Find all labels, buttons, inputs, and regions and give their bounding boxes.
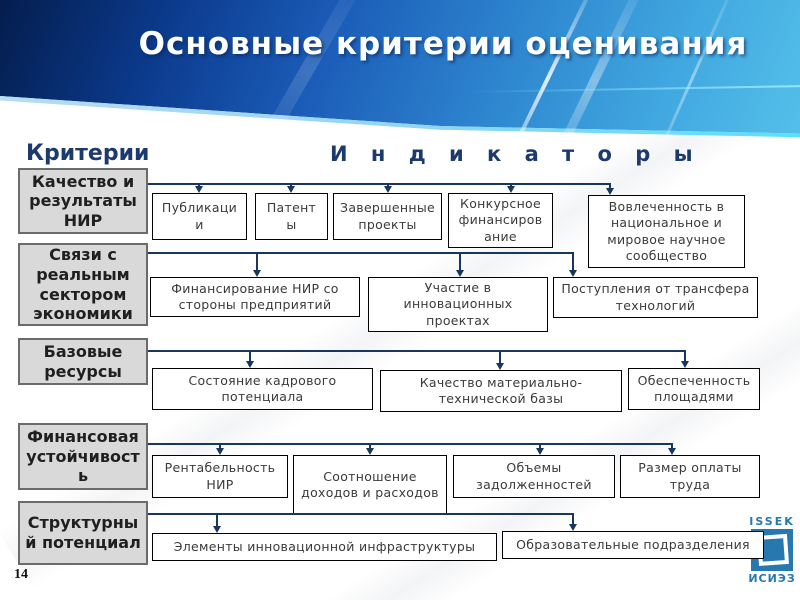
connector-arrow — [680, 361, 689, 368]
connector-arrow — [455, 270, 464, 277]
connector-arrow — [495, 363, 504, 370]
indicator-box: Рентабельность НИР — [152, 455, 288, 498]
connector-arrow — [286, 186, 295, 193]
indicator-box: Конкурсное финансирование — [448, 193, 553, 248]
connector-line — [572, 252, 574, 270]
criterion-box: Качество и результаты НИР — [18, 168, 148, 234]
slide-title: Основные критерии оценивания — [138, 26, 748, 62]
indicator-box: Участие в инновационных проектах — [368, 277, 548, 332]
indicator-box: Образовательные подразделения — [502, 531, 764, 559]
logo-text-latin: ISSEK — [749, 515, 795, 528]
indicator-box: Публикации — [152, 193, 247, 240]
connector-line — [510, 183, 512, 186]
connector-line — [290, 183, 292, 186]
connector-arrow — [568, 524, 577, 531]
criterion-box: Базовые ресурсы — [18, 338, 148, 385]
connector-arrow — [535, 448, 544, 455]
indicator-box: Патенты — [255, 193, 328, 240]
connector-line — [256, 252, 258, 270]
connector-line — [499, 350, 501, 363]
criteria-heading: Критерии — [26, 141, 150, 166]
indicator-box: Финансирование НИР со стороны предприяти… — [150, 277, 360, 317]
connector-line — [369, 443, 371, 448]
connector-arrow — [212, 526, 221, 533]
connector-line — [671, 443, 673, 448]
indicator-box: Обеспеченность площадями — [628, 368, 760, 410]
indicator-box: Элементы инновационной инфраструктуры — [152, 533, 497, 561]
connector-line — [219, 443, 221, 448]
indicator-box: Поступления от трансфера технологий — [553, 277, 758, 318]
header-banner: Основные критерии оценивания — [0, 0, 800, 150]
connector-arrow — [667, 448, 676, 455]
indicator-box: Размер оплаты труда — [620, 455, 760, 498]
connector-line — [387, 183, 389, 186]
connector-line — [148, 513, 573, 515]
logo-text-cyrillic: ИСИЭЗ — [748, 572, 796, 585]
connector-line — [148, 252, 573, 254]
indicator-box: Завершенные проекты — [333, 193, 442, 240]
connector-arrow — [506, 186, 515, 193]
connector-arrow — [365, 448, 374, 455]
connector-line — [572, 513, 574, 524]
connector-line — [216, 513, 218, 526]
connector-arrow — [215, 448, 224, 455]
indicator-box: Объемы задолженностей — [453, 455, 615, 498]
connector-line — [609, 183, 611, 188]
connector-arrow — [605, 188, 614, 195]
indicator-box: Вовлеченность в национальное и мировое н… — [588, 195, 745, 268]
connector-line — [148, 183, 610, 185]
connector-arrow — [252, 270, 261, 277]
connector-line — [539, 443, 541, 448]
connector-line — [198, 183, 200, 186]
criterion-box: Финансовая устойчивость — [18, 423, 148, 490]
page-number: 14 — [14, 567, 28, 582]
indicator-box: Состояние кадрового потенциала — [152, 368, 373, 410]
connector-line — [148, 350, 685, 352]
connector-arrow — [383, 186, 392, 193]
indicators-heading: И н д и к а т о р ы — [330, 142, 701, 166]
indicator-box: Соотношение доходов и расходов — [293, 455, 447, 515]
indicator-box: Качество материально-технической базы — [380, 370, 622, 412]
connector-arrow — [194, 186, 203, 193]
connector-line — [249, 350, 251, 361]
connector-arrow — [245, 361, 254, 368]
connector-line — [148, 443, 672, 445]
connector-line — [459, 252, 461, 270]
connector-line — [684, 350, 686, 361]
header-gradient — [0, 0, 800, 134]
connector-arrow — [568, 270, 577, 277]
criterion-box: Связи с реальным сектором экономики — [18, 243, 148, 326]
criterion-box: Структурный потенциал — [18, 501, 148, 565]
